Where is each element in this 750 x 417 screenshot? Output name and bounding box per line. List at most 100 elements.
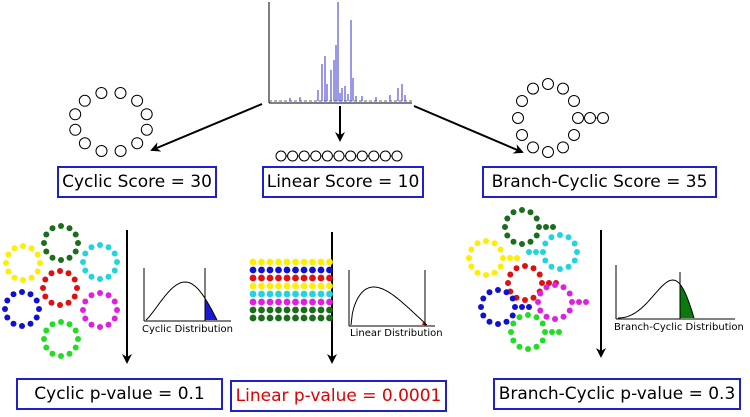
residue: [309, 274, 316, 282]
cyclic-score-box: Cyclic Score = 30: [57, 166, 217, 198]
residue: [49, 350, 56, 357]
residue: [542, 146, 554, 158]
residue: [249, 266, 257, 274]
residue: [474, 269, 481, 276]
residue: [275, 306, 282, 314]
residue: [317, 298, 325, 306]
residue: [568, 95, 580, 107]
residue: [34, 268, 41, 275]
residue: [71, 276, 78, 283]
residue: [557, 232, 563, 238]
residue: [292, 306, 299, 314]
residue: [543, 284, 550, 291]
residue: [283, 314, 291, 322]
residue: [543, 313, 550, 320]
residue: [42, 293, 49, 300]
residue: [33, 297, 40, 304]
residue: [41, 240, 47, 246]
linear-peptide-icon: [275, 150, 403, 162]
residue: [542, 240, 549, 247]
residue: [537, 307, 544, 314]
residue: [10, 291, 17, 298]
residue: [275, 298, 282, 306]
residue: [72, 248, 79, 255]
residue: [300, 314, 308, 322]
cyclic-pvalue-box: Cyclic p-value = 0.1: [16, 378, 223, 410]
arrow-to-branch-cyclic: [413, 105, 524, 154]
residue: [522, 297, 528, 303]
residue: [597, 112, 609, 124]
residue: [533, 249, 539, 255]
residue: [249, 282, 257, 290]
residue: [500, 255, 506, 261]
residue: [275, 274, 282, 282]
residue: [275, 282, 282, 290]
residue: [283, 290, 291, 298]
residue: [326, 282, 333, 290]
residue: [275, 266, 282, 274]
residue: [249, 306, 257, 314]
residue: [550, 224, 556, 230]
residue: [560, 284, 567, 291]
residue: [300, 274, 308, 282]
residue: [530, 294, 537, 301]
residue: [43, 231, 50, 238]
branch-cyclic-decoy-set: [466, 207, 589, 352]
residue: [566, 290, 573, 297]
residue: [49, 321, 56, 328]
residue: [66, 254, 73, 261]
residue: [510, 320, 517, 327]
residue: [258, 290, 265, 298]
residue: [513, 265, 520, 272]
residue: [114, 307, 120, 313]
residue: [537, 290, 544, 297]
residue: [34, 251, 41, 258]
residue: [57, 268, 63, 274]
residue: [533, 343, 540, 350]
residue: [317, 306, 325, 314]
residue: [552, 282, 558, 288]
residue: [497, 263, 504, 270]
residue: [356, 150, 368, 162]
residue: [309, 266, 316, 274]
residue: [495, 321, 501, 327]
residue: [48, 299, 55, 306]
branch-cyclic-tail-area: [680, 284, 694, 318]
residue: [249, 290, 257, 298]
cyclic-decoy-set: [2, 223, 120, 359]
linear-pvalue-box: Linear p-value = 0.0001: [230, 380, 447, 412]
residue: [258, 298, 265, 306]
residue: [88, 292, 95, 299]
residue: [11, 274, 18, 281]
residue: [345, 150, 357, 162]
residue: [65, 270, 72, 277]
residue: [66, 225, 73, 232]
residue: [556, 329, 562, 335]
residue: [514, 255, 520, 261]
residue: [10, 320, 17, 327]
residue: [105, 273, 112, 280]
residue: [275, 314, 282, 322]
residue: [266, 266, 274, 274]
residue: [292, 298, 299, 306]
residue: [131, 94, 144, 107]
residue: [503, 318, 510, 325]
residue: [292, 282, 299, 290]
residue: [510, 238, 517, 245]
residue: [505, 280, 511, 286]
residue: [326, 266, 333, 274]
residue: [283, 298, 291, 306]
residue: [333, 150, 345, 162]
residue: [557, 82, 569, 95]
residue: [283, 282, 291, 290]
residue: [258, 258, 265, 266]
residue: [536, 271, 543, 278]
residue: [309, 298, 316, 306]
residue: [111, 315, 118, 322]
residue: [535, 299, 541, 305]
residue: [20, 243, 26, 249]
residue: [58, 223, 64, 229]
linear-distribution-label: Linear Distribution: [350, 328, 443, 339]
residue: [5, 268, 12, 275]
residue: [491, 269, 498, 276]
